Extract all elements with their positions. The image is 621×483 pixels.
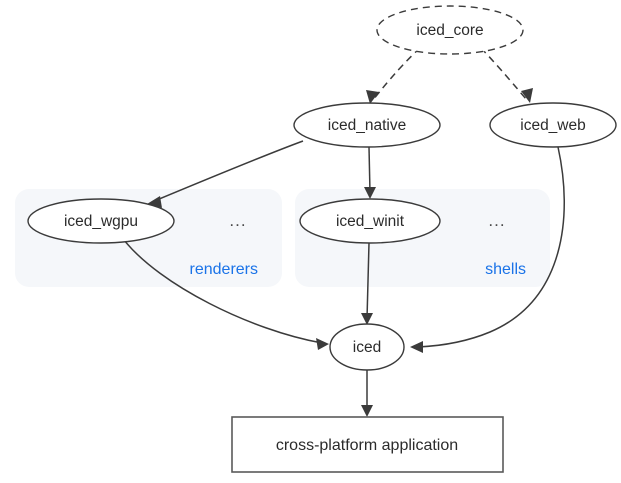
node-iced-wgpu-shape[interactable] bbox=[27, 198, 175, 244]
edge-iced-to-application-arrowhead bbox=[361, 405, 373, 417]
edge-wgpu-to-iced-line bbox=[123, 239, 323, 344]
edge-native-to-winit-line bbox=[368, 146, 371, 194]
edge-wgpu-to-iced bbox=[123, 239, 329, 350]
edge-core-to-web-arrowhead bbox=[521, 88, 533, 103]
edge-core-to-native-arrowhead bbox=[366, 90, 379, 104]
node-iced-core-shape[interactable] bbox=[376, 5, 524, 55]
node-application[interactable]: cross-platform application bbox=[231, 416, 504, 473]
edge-native-to-wgpu-line bbox=[151, 140, 304, 203]
edge-core-to-native-line bbox=[372, 47, 421, 101]
edge-core-to-native bbox=[366, 47, 421, 104]
edge-web-to-iced-line bbox=[417, 146, 565, 348]
node-iced-web-label: iced_web bbox=[520, 117, 586, 134]
node-iced-label: iced bbox=[353, 339, 381, 356]
node-iced-winit[interactable]: iced_winit bbox=[299, 198, 441, 244]
node-iced-web-shape[interactable] bbox=[489, 102, 617, 148]
node-iced-wgpu[interactable]: iced_wgpu bbox=[27, 198, 175, 244]
edge-winit-to-iced-arrowhead bbox=[361, 313, 373, 325]
edge-native-to-winit-arrowhead bbox=[364, 187, 376, 199]
node-iced-native-label: iced_native bbox=[328, 117, 406, 134]
edge-web-to-iced bbox=[410, 146, 565, 353]
cluster-shells-label: shells bbox=[485, 261, 526, 278]
node-iced-winit-shape[interactable] bbox=[299, 198, 441, 244]
node-application-label: cross-platform application bbox=[276, 437, 458, 454]
node-iced-web[interactable]: iced_web bbox=[489, 102, 617, 148]
edge-core-to-web bbox=[480, 47, 533, 103]
node-iced-core[interactable]: iced_core bbox=[376, 5, 524, 55]
renderers-more-placeholder: ... bbox=[229, 211, 246, 230]
edge-core-to-web-line bbox=[480, 47, 527, 100]
node-iced-winit-label: iced_winit bbox=[336, 213, 405, 230]
node-iced-native[interactable]: iced_native bbox=[293, 102, 441, 148]
edge-wgpu-to-iced-arrowhead bbox=[316, 338, 329, 350]
edge-native-to-winit bbox=[364, 146, 376, 199]
edge-winit-to-iced-line bbox=[366, 242, 370, 320]
node-iced-native-shape[interactable] bbox=[293, 102, 441, 148]
node-iced-wgpu-label: iced_wgpu bbox=[64, 213, 138, 230]
cluster-renderers-label: renderers bbox=[190, 261, 258, 278]
edge-web-to-iced-arrowhead bbox=[410, 341, 423, 353]
node-iced-core-label: iced_core bbox=[416, 22, 483, 39]
node-application-shape[interactable] bbox=[231, 416, 504, 473]
node-iced-shape[interactable] bbox=[329, 323, 405, 371]
edge-iced-to-application bbox=[361, 370, 373, 417]
edge-winit-to-iced bbox=[361, 242, 373, 325]
node-iced[interactable]: iced bbox=[329, 323, 405, 371]
shells-more-placeholder: ... bbox=[488, 211, 505, 230]
